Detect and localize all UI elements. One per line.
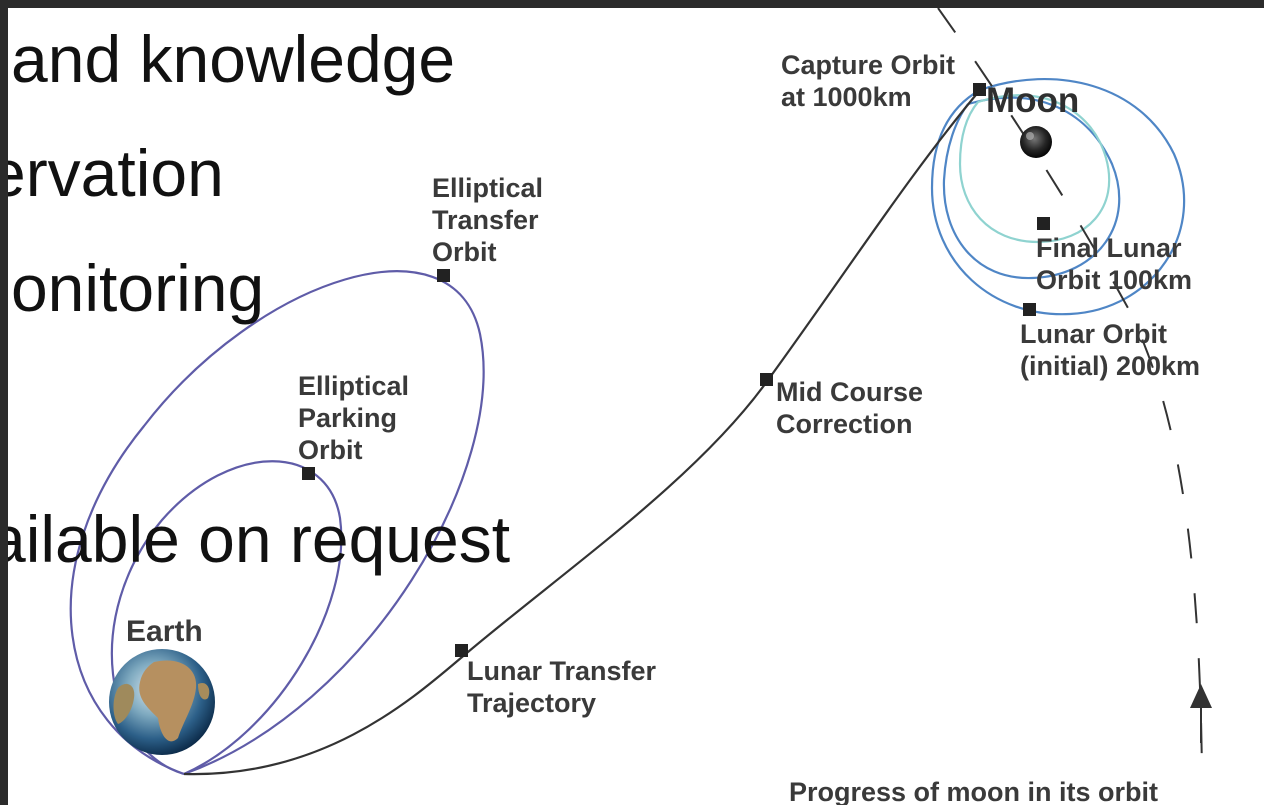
final-lunar-orbit-label-line-1: Final Lunar [1036, 233, 1182, 263]
elliptical-transfer-orbit-label-line-3: Orbit [432, 237, 497, 267]
lunar-transfer-trajectory-path [183, 89, 981, 776]
lunar-orbit-initial-path [942, 96, 1121, 280]
elliptical-parking-orbit-label-line-3: Orbit [298, 435, 363, 465]
moon [1020, 126, 1052, 158]
moon-orbits [930, 78, 1186, 316]
earth-orbits [69, 270, 485, 776]
elliptical-parking-orbit-label-line-1: Elliptical [298, 371, 409, 401]
moon-progress-dashed-path [937, 8, 1203, 779]
elliptical-parking-orbit-label-line-2: Parking [298, 403, 397, 433]
moon-label: Moon [986, 81, 1079, 120]
earth-label: Earth [126, 615, 203, 648]
moon-progress-label: Progress of moon in its orbit [789, 777, 1158, 805]
lunar-mission-diagram: Capture Orbit at 1000km Moon Elliptical … [69, 8, 1212, 805]
elliptical-transfer-orbit-label-line-1: Elliptical [432, 173, 543, 203]
earth-continent-america [113, 683, 135, 724]
diagram-labels: Capture Orbit at 1000km Moon Elliptical … [126, 50, 1200, 805]
capture-orbit-label-line-1: Capture Orbit [781, 50, 955, 80]
mid-course-correction-label-line-2: Correction [776, 409, 913, 439]
lunar-orbit-initial-label-line-2: (initial) 200km [1020, 351, 1200, 381]
moon-body [1020, 126, 1052, 158]
elliptical-parking-orbit-path [110, 460, 343, 776]
lunar-transfer-trajectory-label-line-2: Trajectory [467, 688, 596, 718]
earth-continent-arabia [198, 682, 210, 700]
trajectory-markers [302, 83, 1050, 657]
final-lunar-orbit-path [958, 94, 1111, 244]
capture-orbit-path [930, 78, 1186, 316]
capture-orbit-label-line-2: at 1000km [781, 82, 912, 112]
mid-course-correction-label-line-1: Mid Course [776, 377, 923, 407]
mid-course-correction-marker [760, 373, 773, 386]
moon-highlight [1026, 132, 1034, 140]
earth-continent-africa [139, 660, 197, 742]
lunar-transfer-trajectory-label-line-1: Lunar Transfer [467, 656, 657, 686]
earth [109, 649, 215, 755]
elliptical-parking-orbit-marker [302, 467, 315, 480]
moon-progress-arrowhead [1190, 684, 1212, 708]
lunar-transfer-trajectory-marker [455, 644, 468, 657]
final-lunar-orbit-label-line-2: Orbit 100km [1036, 265, 1192, 295]
capture-orbit-marker [973, 83, 986, 96]
lunar-orbit-initial-label-line-1: Lunar Orbit [1020, 319, 1167, 349]
slide-panel: n and knowledge servation monitoring vai… [8, 8, 1264, 805]
final-lunar-orbit-marker [1037, 217, 1050, 230]
lunar-orbit-initial-marker [1023, 303, 1036, 316]
elliptical-transfer-orbit-label-line-2: Transfer [432, 205, 539, 235]
elliptical-transfer-orbit-marker [437, 269, 450, 282]
elliptical-transfer-orbit-path [69, 270, 485, 776]
